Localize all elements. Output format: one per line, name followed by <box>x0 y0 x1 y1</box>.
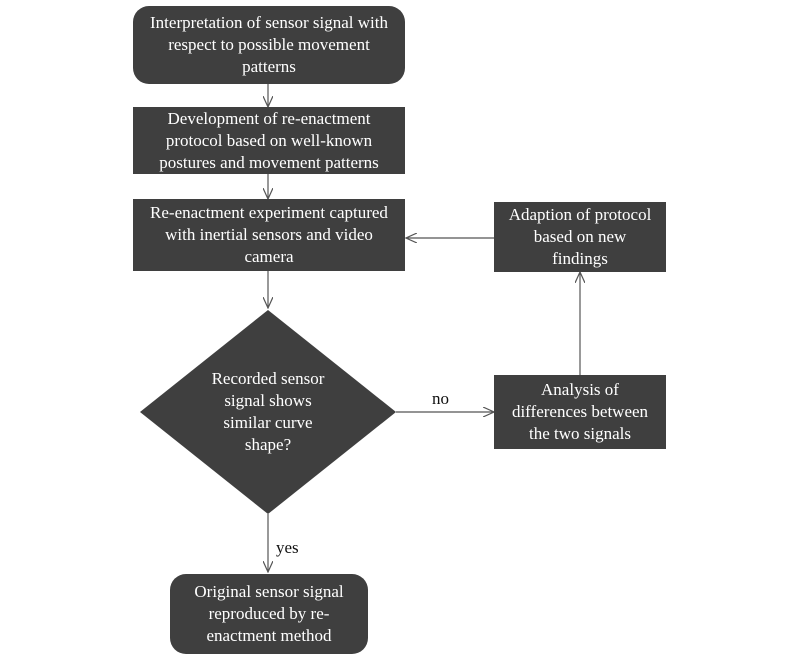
decision-diamond <box>140 310 396 514</box>
node-reproduced: Original sensor signal reproduced by re-… <box>170 574 368 654</box>
node-interpretation: Interpretation of sensor signal with res… <box>133 6 405 84</box>
edge-label-yes: yes <box>276 538 299 557</box>
decision-label: Recorded sensor signal shows similar cur… <box>211 369 325 454</box>
node-experiment: Re-enactment experiment captured with in… <box>133 199 405 271</box>
node-analysis: Analysis of differences between the two … <box>494 375 666 449</box>
node-adaption: Adaption of protocol based on new findin… <box>494 202 666 272</box>
node-development: Development of re-enactment protocol bas… <box>133 107 405 174</box>
edge-label-no: no <box>432 389 449 408</box>
